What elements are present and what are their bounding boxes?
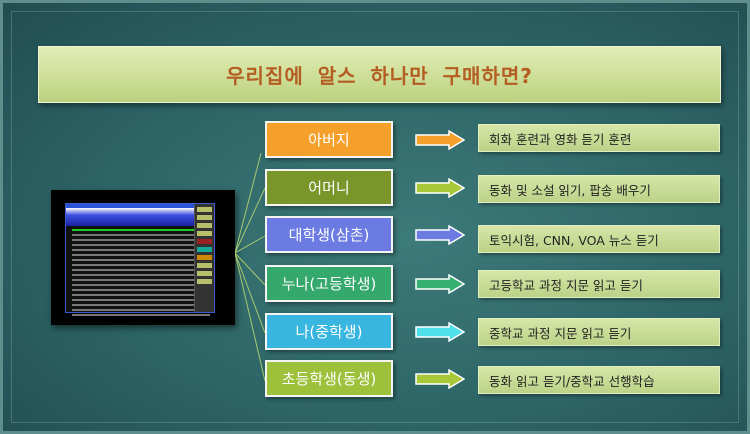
activity-box: 중학교 과정 지문 읽고 듣기 [478, 318, 720, 346]
member-box: 나(중학생) [265, 313, 393, 350]
member-label: 어머니 [308, 179, 350, 197]
arrow-icon [415, 322, 465, 342]
member-label: 누나(고등학생) [281, 275, 377, 293]
member-box: 초등학생(동생) [265, 360, 393, 397]
member-label: 대학생(삼촌) [288, 226, 370, 244]
connector-lines [235, 153, 266, 382]
slide-title: 우리집에 알스 하나만 구매하면? [38, 46, 721, 103]
activity-box: 고등학교 과정 지문 읽고 듣기 [478, 270, 720, 298]
member-label: 나(중학생) [295, 323, 363, 341]
member-label: 아버지 [308, 131, 350, 149]
activity-label: 고등학교 과정 지문 읽고 듣기 [489, 277, 643, 293]
arrow-icon [415, 274, 465, 294]
activity-label: 토익시험, CNN, VOA 뉴스 듣기 [489, 232, 659, 248]
activity-label: 회화 훈련과 영화 듣기 훈련 [489, 131, 632, 147]
arrow-icon [415, 178, 465, 198]
member-box: 아버지 [265, 121, 393, 158]
arrow-icon [415, 369, 465, 389]
activity-box: 동화 읽고 듣기/중학교 선행학습 [478, 366, 720, 394]
activity-label: 중학교 과정 지문 읽고 듣기 [489, 325, 632, 341]
activity-label: 동화 및 소설 읽기, 팝송 배우기 [489, 182, 651, 198]
software-screenshot [51, 190, 235, 325]
activity-box: 토익시험, CNN, VOA 뉴스 듣기 [478, 225, 720, 253]
arrow-icon [415, 130, 465, 150]
member-box: 누나(고등학생) [265, 265, 393, 302]
screenshot-screen [65, 203, 215, 316]
member-label: 초등학생(동생) [281, 370, 377, 388]
activity-box: 동화 및 소설 읽기, 팝송 배우기 [478, 175, 720, 203]
member-box: 어머니 [265, 169, 393, 206]
member-box: 대학생(삼촌) [265, 216, 393, 253]
activity-box: 회화 훈련과 영화 듣기 훈련 [478, 124, 720, 152]
arrow-icon [415, 225, 465, 245]
activity-label: 동화 읽고 듣기/중학교 선행학습 [489, 373, 655, 389]
